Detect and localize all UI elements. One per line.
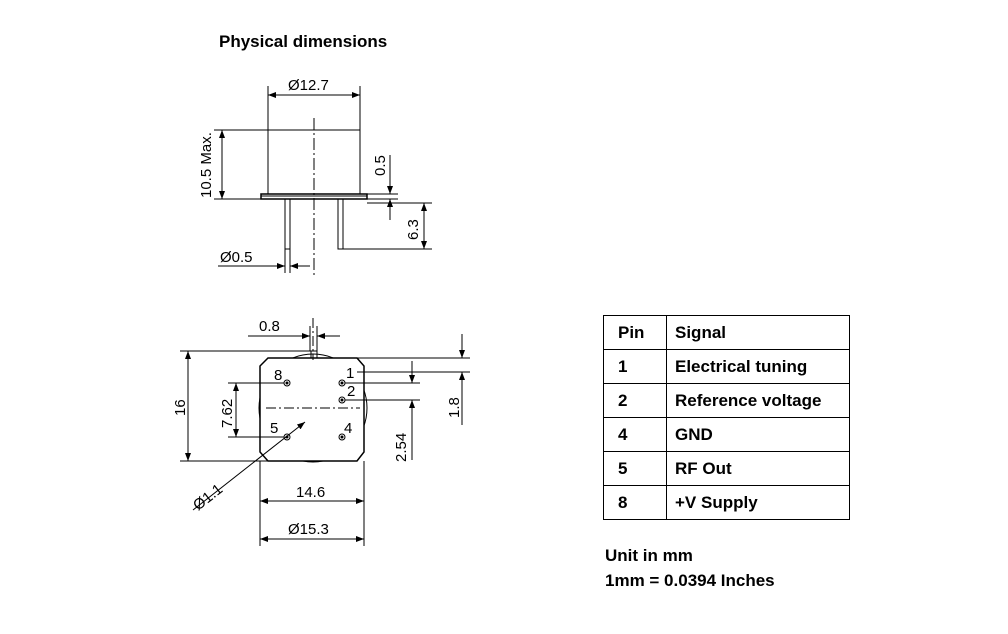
- table-row: 8 +V Supply: [603, 485, 850, 520]
- pin-signal: Reference voltage: [666, 383, 850, 418]
- dim-pin-length: 6.3: [405, 219, 422, 240]
- table-row: 1 Electrical tuning: [603, 349, 850, 384]
- dim-pin-spacing-vertical: 7.62: [219, 399, 236, 428]
- dim-diameter-top: Ø12.7: [288, 77, 329, 94]
- pin-number: 4: [603, 417, 667, 452]
- pin-label-8: 8: [274, 367, 282, 384]
- table-row: 2 Reference voltage: [603, 383, 850, 418]
- dim-body-size: 16: [172, 399, 189, 416]
- dim-offset-right: 1.8: [446, 397, 463, 418]
- bottom-view: [180, 318, 470, 546]
- pin-4: [338, 433, 346, 441]
- pin-table: Pin Signal 1 Electrical tuning 2 Referen…: [603, 315, 850, 520]
- side-pin-left: [284, 198, 291, 250]
- pin-signal: GND: [666, 417, 850, 452]
- side-view: [214, 86, 432, 275]
- pin-label-2: 2: [347, 383, 355, 400]
- pin-number: 1: [603, 349, 667, 384]
- conversion-note: 1mm = 0.0394 Inches: [605, 571, 775, 590]
- pin-signal: Electrical tuning: [666, 349, 850, 384]
- pin-table-header-pin: Pin: [603, 315, 667, 350]
- table-row: 4 GND: [603, 417, 850, 452]
- side-pin-right: [337, 198, 344, 250]
- unit-note: Unit in mm: [605, 546, 693, 565]
- pin-signal: RF Out: [666, 451, 850, 486]
- pin-table-header: Pin Signal: [603, 315, 850, 350]
- dim-flange: 0.5: [372, 155, 389, 176]
- pin-signal: +V Supply: [666, 485, 850, 520]
- index-tab: [310, 350, 318, 359]
- dim-pin-width: 0.8: [259, 318, 280, 335]
- dim-pin-spacing: 2.54: [393, 433, 410, 462]
- pin-number: 2: [603, 383, 667, 418]
- pin-label-1: 1: [346, 365, 354, 382]
- dim-height-max: 10.5 Max.: [198, 132, 215, 198]
- pin-number: 5: [603, 451, 667, 486]
- table-row: 5 RF Out: [603, 451, 850, 486]
- dim-diameter-outer: Ø15.3: [288, 521, 329, 538]
- pin-number: 8: [603, 485, 667, 520]
- page-title: Physical dimensions: [219, 32, 388, 51]
- unit-notes: Unit in mm 1mm = 0.0394 Inches: [605, 543, 775, 593]
- pin-label-5: 5: [270, 420, 278, 437]
- dim-pin-hole-diameter: Ø1.1: [190, 481, 226, 514]
- pin-table-header-signal: Signal: [666, 315, 850, 350]
- pin-label-4: 4: [344, 420, 352, 437]
- dim-width-inner: 14.6: [296, 484, 325, 501]
- dim-pin-diameter: Ø0.5: [220, 249, 253, 266]
